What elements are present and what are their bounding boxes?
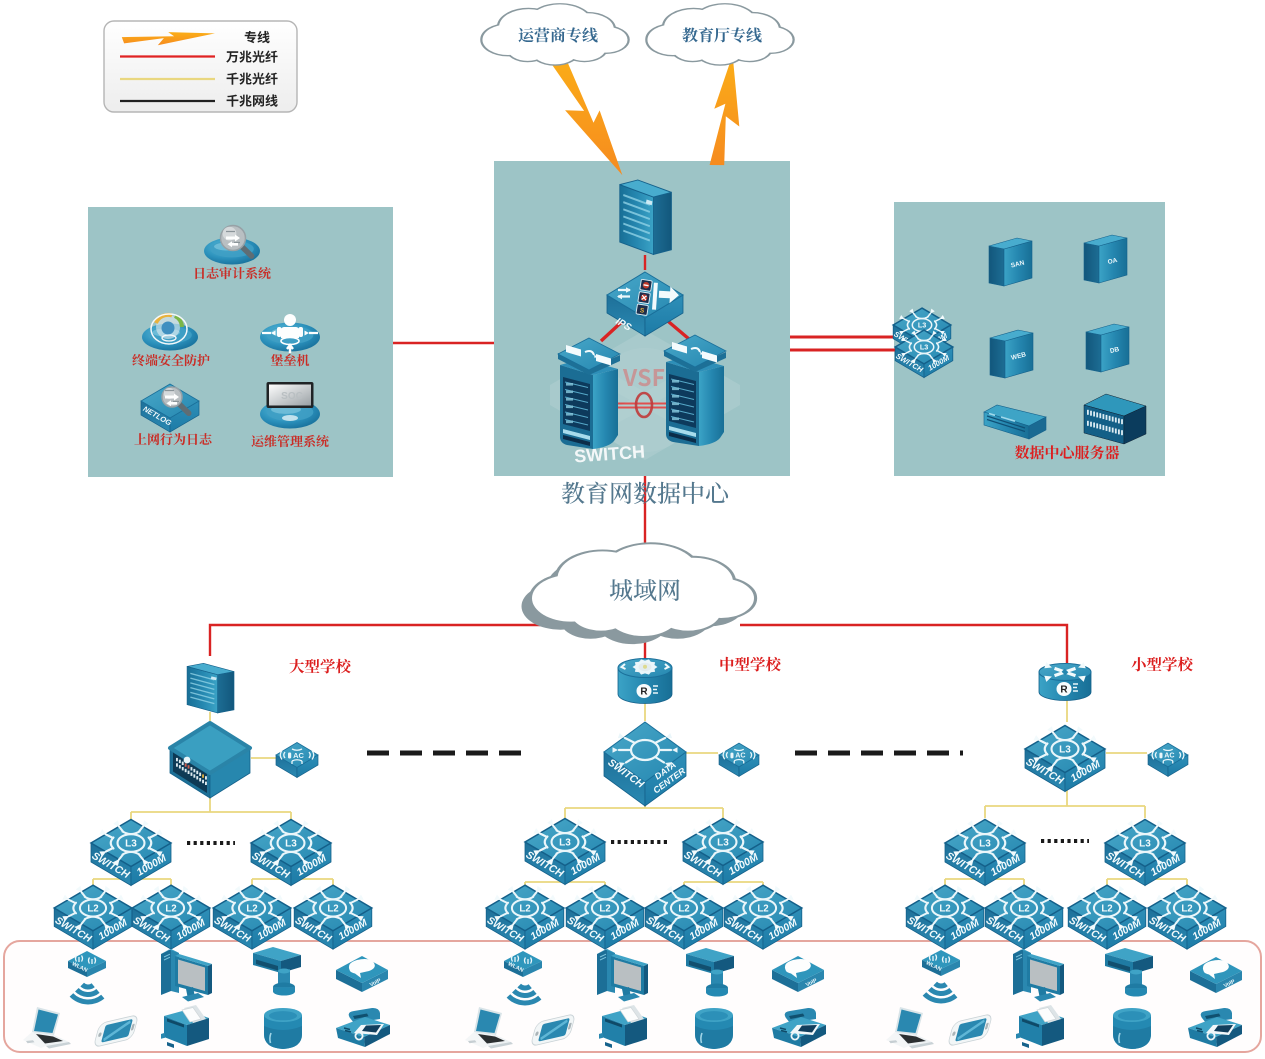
svg-text:DB: DB xyxy=(1109,346,1120,355)
svg-text:L3: L3 xyxy=(1059,745,1071,756)
svg-text:VoIP: VoIP xyxy=(1223,979,1237,990)
svg-text:AC: AC xyxy=(735,752,745,760)
svg-text:L2: L2 xyxy=(1101,903,1112,914)
svg-text:L3: L3 xyxy=(125,839,137,850)
svg-text:L2: L2 xyxy=(599,903,610,914)
svg-text:AC: AC xyxy=(293,751,304,760)
svg-text:L3: L3 xyxy=(559,838,571,849)
svg-text:L3: L3 xyxy=(918,321,926,330)
svg-text:R: R xyxy=(640,687,648,698)
svg-text:L2: L2 xyxy=(327,903,338,914)
svg-text:L2: L2 xyxy=(1018,903,1029,914)
svg-text:L2: L2 xyxy=(939,903,950,914)
svg-text:S: S xyxy=(639,307,645,315)
svg-text:L3: L3 xyxy=(717,838,729,849)
svg-text:AC: AC xyxy=(1164,752,1174,760)
svg-text:L2: L2 xyxy=(87,903,98,914)
svg-text:VoIP: VoIP xyxy=(369,978,383,989)
svg-text:SAN: SAN xyxy=(1010,259,1025,269)
svg-text:L3: L3 xyxy=(920,343,928,352)
svg-text:R: R xyxy=(1060,685,1068,696)
svg-text:WEB: WEB xyxy=(1010,351,1027,362)
svg-text:L2: L2 xyxy=(165,903,176,914)
svg-text:L3: L3 xyxy=(979,839,991,850)
svg-text:L2: L2 xyxy=(1181,903,1192,914)
svg-text:L2: L2 xyxy=(757,903,768,914)
svg-text:VoIP: VoIP xyxy=(805,978,819,989)
svg-text:OA: OA xyxy=(1107,257,1118,266)
svg-text:L3: L3 xyxy=(1139,839,1151,850)
svg-text:L2: L2 xyxy=(678,903,689,914)
svg-text:L2: L2 xyxy=(519,903,530,914)
svg-text:L3: L3 xyxy=(285,839,297,850)
svg-text:SOC: SOC xyxy=(281,391,303,402)
svg-text:L2: L2 xyxy=(246,903,257,914)
